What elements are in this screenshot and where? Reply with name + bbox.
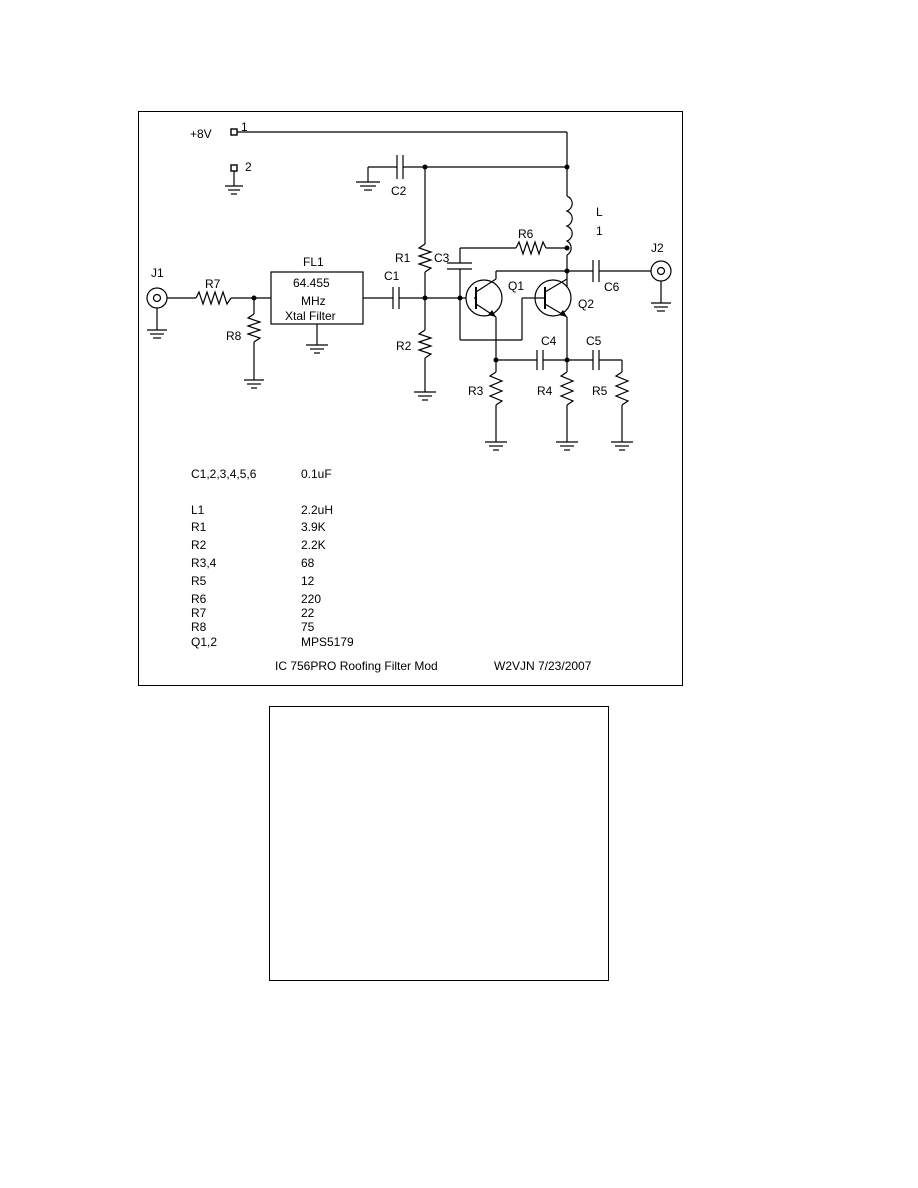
capacitor-c2 <box>356 155 567 191</box>
part-value: 2.2uH <box>301 503 333 517</box>
capacitor-c1 <box>392 287 474 309</box>
resistor-r8 <box>244 298 264 389</box>
transistor-q2 <box>534 278 572 363</box>
r7-label: R7 <box>205 277 221 291</box>
fl1-line1: 64.455 <box>293 276 330 290</box>
part-ref: C1,2,3,4,5,6 <box>191 467 257 481</box>
supply-terminal <box>230 128 570 196</box>
part-value: 0.1uF <box>301 467 332 481</box>
fl1-line2: MHz <box>301 294 326 308</box>
fl1-label: FL1 <box>303 255 324 269</box>
pin2-label: 2 <box>245 160 252 174</box>
capacitor-c6 <box>567 260 651 282</box>
part-ref: R2 <box>191 538 207 552</box>
j2-label: J2 <box>651 241 664 255</box>
part-value: 22 <box>301 606 315 620</box>
r5-label: R5 <box>592 384 608 398</box>
c5-label: C5 <box>586 334 602 348</box>
resistor-r6 <box>459 240 567 263</box>
c1-label: C1 <box>384 269 400 283</box>
schematic-frame <box>138 111 683 686</box>
part-value: MPS5179 <box>301 635 354 649</box>
l-num-label: 1 <box>596 224 603 238</box>
part-ref: R1 <box>191 520 207 534</box>
resistor-r4 <box>556 360 578 451</box>
r4-label: R4 <box>537 384 553 398</box>
part-ref: R6 <box>191 592 207 606</box>
resistor-r7 <box>195 290 271 306</box>
capacitor-c4 <box>496 350 567 370</box>
caption-author: W2VJN 7/23/2007 <box>494 659 592 673</box>
l-label: L <box>596 205 603 219</box>
c4-label: C4 <box>541 334 557 348</box>
part-ref: R8 <box>191 620 207 634</box>
resistor-r2 <box>414 329 436 401</box>
r2-label: R2 <box>396 339 412 353</box>
c3-label: C3 <box>434 251 450 265</box>
parts-list: C1,2,3,4,5,6 0.1uF L1 2.2uH R1 3.9K R2 2… <box>191 467 354 649</box>
r1-label: R1 <box>395 251 411 265</box>
r8-label: R8 <box>226 329 242 343</box>
supply-label: +8V <box>190 127 212 141</box>
q2-label: Q2 <box>578 297 594 311</box>
connector-j1 <box>146 287 196 339</box>
connector-j2 <box>650 260 672 312</box>
resistor-r1 <box>417 167 433 330</box>
c6-label: C6 <box>604 280 620 294</box>
transistor-q1 <box>465 278 503 318</box>
part-value: 75 <box>301 620 315 634</box>
part-value: 3.9K <box>301 520 326 534</box>
part-value: 220 <box>301 592 321 606</box>
fl1-line3: Xtal Filter <box>285 309 336 323</box>
j1-label: J1 <box>151 266 164 280</box>
r6-label: R6 <box>518 227 534 241</box>
crystal-filter-fl1 <box>270 271 393 354</box>
part-value: 2.2K <box>301 538 326 552</box>
resistor-r3 <box>485 360 507 451</box>
pin1-label: 1 <box>241 120 248 134</box>
part-value: 68 <box>301 556 315 570</box>
empty-frame <box>269 706 609 981</box>
part-ref: R3,4 <box>191 556 217 570</box>
capacitor-c5 <box>567 350 623 372</box>
part-value: 12 <box>301 574 315 588</box>
part-ref: L1 <box>191 503 205 517</box>
ground-terminal <box>225 164 243 195</box>
q1-label: Q1 <box>508 279 524 293</box>
caption-title: IC 756PRO Roofing Filter Mod <box>275 659 438 673</box>
part-ref: R5 <box>191 574 207 588</box>
r3-label: R3 <box>468 384 484 398</box>
part-ref: Q1,2 <box>191 635 217 649</box>
part-ref: R7 <box>191 606 207 620</box>
resistor-r5 <box>611 371 633 451</box>
capacitor-c3 <box>447 262 472 301</box>
c2-label: C2 <box>391 184 407 198</box>
